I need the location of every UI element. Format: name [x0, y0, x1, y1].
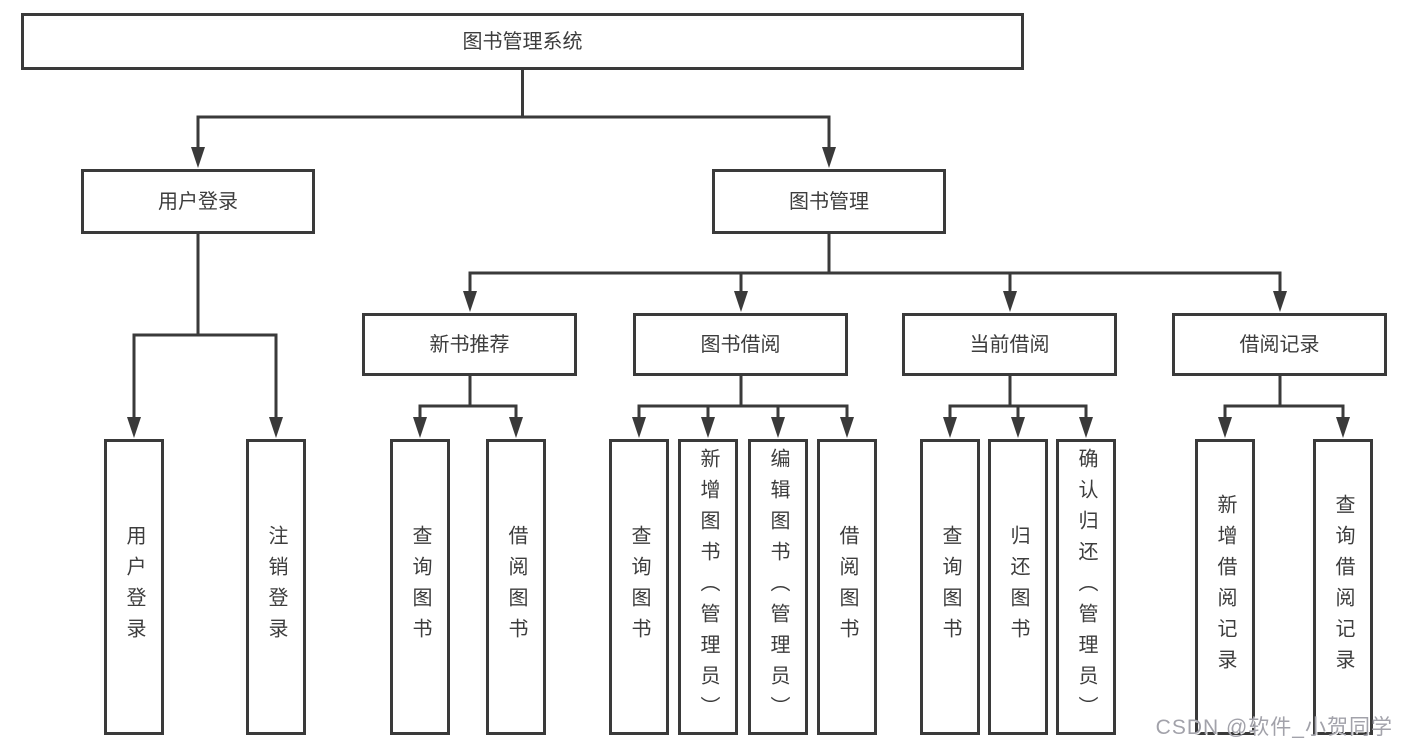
leaf-logout: 注销登录 [246, 439, 306, 735]
node-borrow-records: 借阅记录 [1172, 313, 1387, 376]
leaf-label: 查询图书 [939, 525, 961, 649]
leaf-confirm-return-admin: 确认归还（管理员） [1056, 439, 1116, 735]
leaf-label: 查询图书 [409, 525, 431, 649]
leaf-borrow-books-recommend: 借阅图书 [486, 439, 546, 735]
node-label: 当前借阅 [969, 333, 1050, 356]
node-label: 图书借阅 [700, 333, 781, 356]
node-root-label: 图书管理系统 [462, 30, 583, 53]
leaf-add-borrow-record: 新增借阅记录 [1195, 439, 1255, 735]
leaf-borrow-books: 借阅图书 [817, 439, 877, 735]
leaf-label: 新增图书（管理员） [697, 447, 719, 727]
leaf-edit-books-admin: 编辑图书（管理员） [748, 439, 808, 735]
node-root-system: 图书管理系统 [21, 13, 1024, 70]
leaf-label: 归还图书 [1007, 525, 1029, 649]
node-label: 借阅记录 [1239, 333, 1320, 356]
csdn-watermark: CSDN @软件_小贺同学 [1155, 716, 1393, 739]
leaf-label: 注销登录 [265, 525, 287, 649]
leaf-label: 新增借阅记录 [1214, 494, 1236, 680]
leaf-query-books-current: 查询图书 [920, 439, 980, 735]
node-label: 用户登录 [158, 190, 238, 213]
leaf-return-books: 归还图书 [988, 439, 1048, 735]
node-book-management-branch: 图书管理 [712, 169, 946, 234]
leaf-query-books-borrow: 查询图书 [609, 439, 669, 735]
leaf-user-login: 用户登录 [104, 439, 164, 735]
leaf-label: 确认归还（管理员） [1075, 447, 1097, 727]
node-label: 图书管理 [789, 190, 869, 213]
node-user-login-branch: 用户登录 [81, 169, 315, 234]
node-label: 新书推荐 [429, 333, 510, 356]
node-book-borrow: 图书借阅 [633, 313, 848, 376]
leaf-label: 编辑图书（管理员） [767, 447, 789, 727]
leaf-label: 用户登录 [123, 525, 145, 649]
leaf-label: 查询借阅记录 [1332, 494, 1354, 680]
leaf-label: 查询图书 [628, 525, 650, 649]
leaf-label: 借阅图书 [836, 525, 858, 649]
leaf-label: 借阅图书 [505, 525, 527, 649]
leaf-query-books-recommend: 查询图书 [390, 439, 450, 735]
node-new-book-recommend: 新书推荐 [362, 313, 577, 376]
leaf-add-books-admin: 新增图书（管理员） [678, 439, 738, 735]
leaf-query-borrow-record: 查询借阅记录 [1313, 439, 1373, 735]
node-current-borrow: 当前借阅 [902, 313, 1117, 376]
